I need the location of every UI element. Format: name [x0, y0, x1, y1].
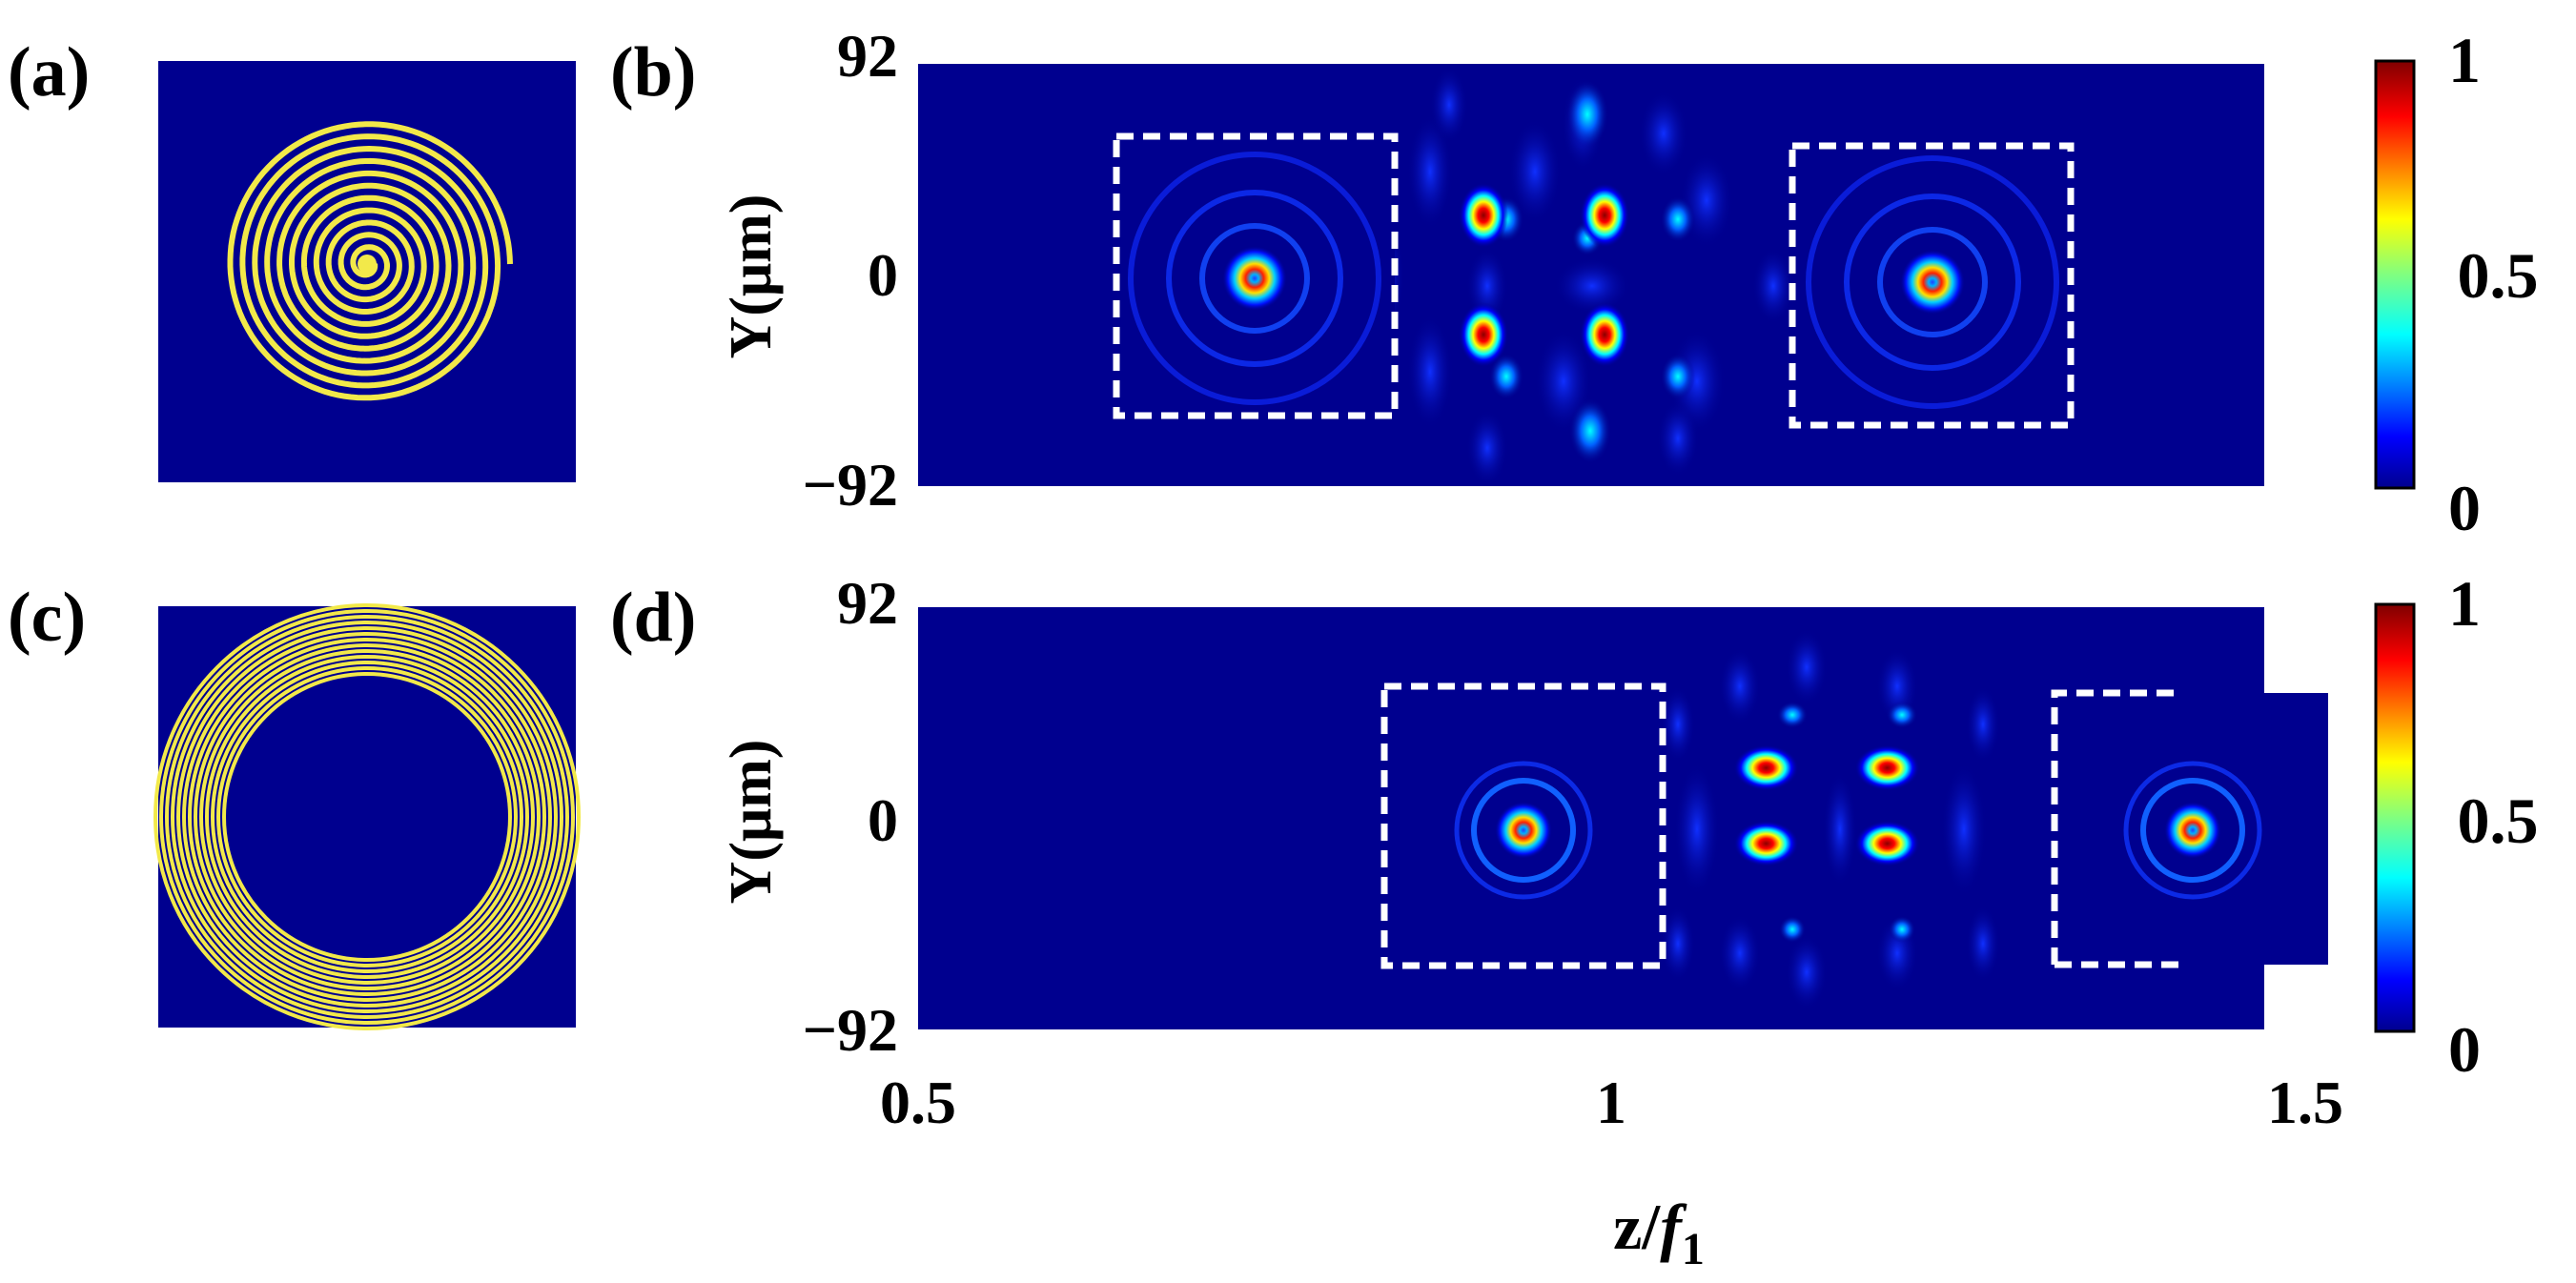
ylabel-d: Y(μm)	[719, 740, 784, 905]
panel-c-annular-image	[153, 603, 581, 1030]
colorbar-b-tick-max: 1	[2448, 24, 2481, 96]
panel-label-a: (a)	[8, 33, 90, 112]
panel-d-focal-spot	[1733, 744, 1799, 791]
xtick-1-5: 1.5	[2267, 1069, 2343, 1136]
panel-label-d: (d)	[610, 579, 696, 657]
ytick-b-top: 92	[837, 22, 898, 90]
colorbar-b-tick-min: 0	[2448, 472, 2481, 544]
panel-label-b: (b)	[610, 33, 696, 112]
panel-d-heatmap	[918, 607, 2328, 1029]
colorbar-d-tick-max: 1	[2448, 567, 2481, 640]
colorbar-d-tick-min: 0	[2448, 1013, 2481, 1086]
ytick-b-bottom: −92	[803, 451, 898, 519]
panel-a-spiral-image	[158, 61, 576, 482]
panel-d-focal-spot	[1854, 820, 1920, 866]
panel-d-focal-spot	[1733, 820, 1799, 866]
xtick-0-5: 0.5	[880, 1069, 956, 1136]
colorbar-d	[2374, 602, 2416, 1033]
colorbar-b	[2374, 59, 2416, 490]
panel-b-focal-spot	[1580, 182, 1630, 248]
ytick-d-mid: 0	[868, 786, 898, 854]
panel-d-inset-right	[2051, 689, 2328, 968]
panel-b-focal-spot	[1459, 302, 1509, 368]
panel-b-heatmap	[918, 64, 2264, 486]
ytick-d-top: 92	[837, 569, 898, 637]
panel-b-focal-spot	[1580, 302, 1630, 368]
xlabel: z/f1	[1613, 1191, 1705, 1274]
panel-b-inset-left	[1113, 132, 1399, 419]
colorbar-d-tick-mid: 0.5	[2458, 784, 2539, 857]
panel-d-inset-left	[1380, 682, 1666, 969]
panel-d-focal-spot	[1854, 744, 1920, 791]
colorbar-b-tick-mid: 0.5	[2458, 239, 2539, 312]
ylabel-b: Y(μm)	[719, 194, 784, 359]
ytick-b-mid: 0	[868, 241, 898, 309]
ytick-d-bottom: −92	[803, 996, 898, 1064]
panel-b-inset-right	[1789, 142, 2075, 429]
xtick-1: 1	[1596, 1069, 1626, 1136]
panel-label-c: (c)	[8, 579, 86, 657]
panel-b-focal-spot	[1459, 182, 1509, 248]
